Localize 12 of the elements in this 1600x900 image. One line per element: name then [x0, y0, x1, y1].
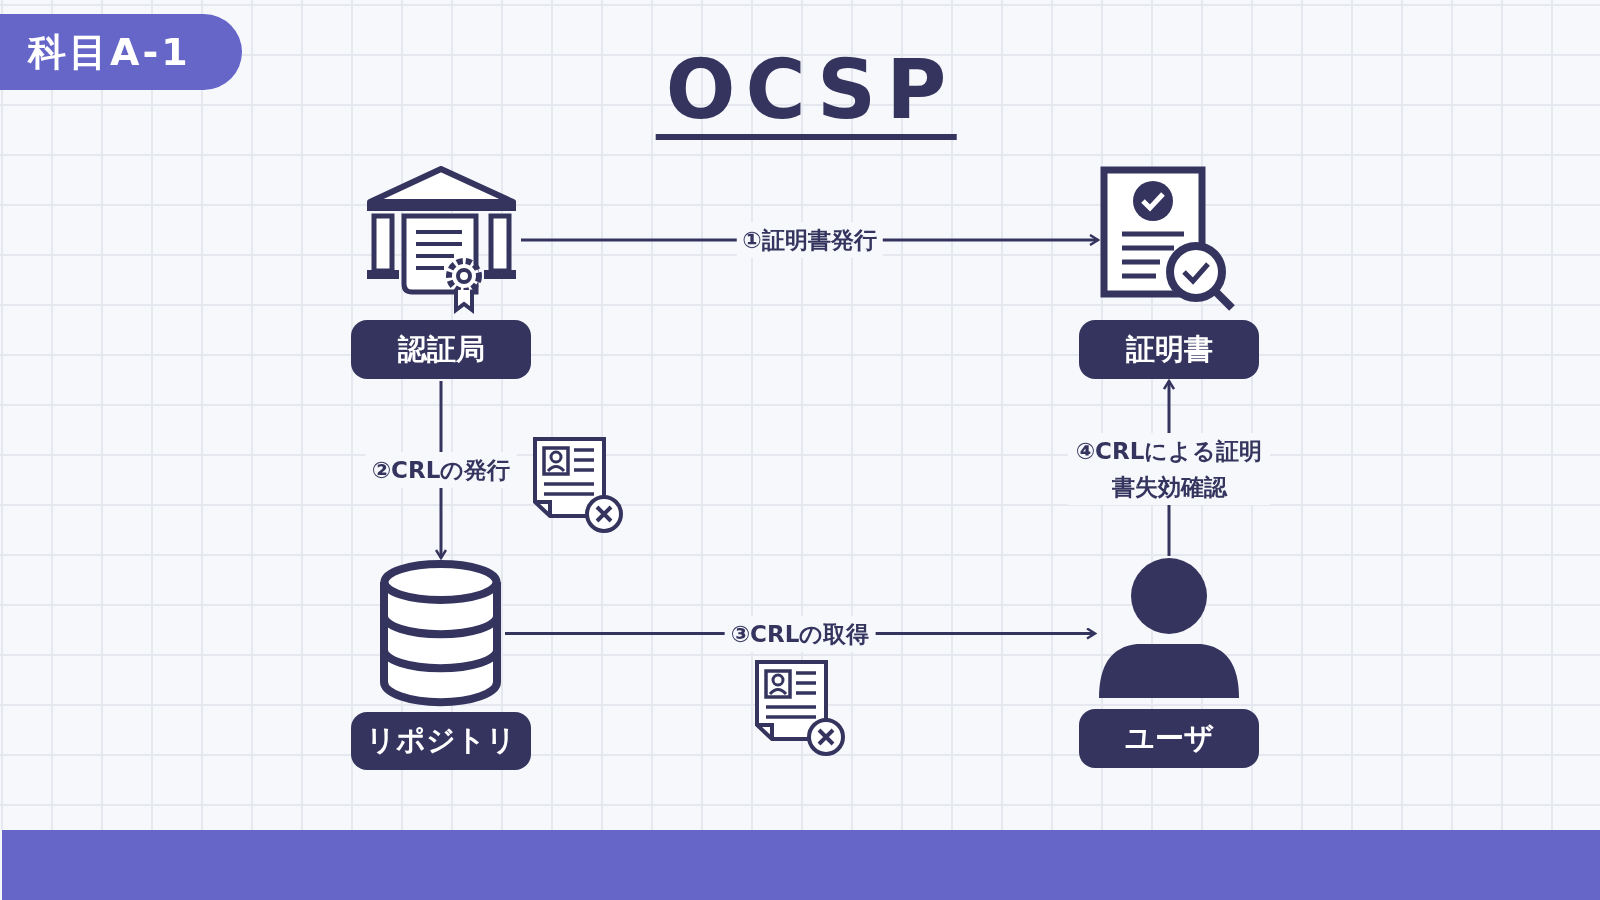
label-box: 証明書	[1079, 320, 1259, 379]
label-box: 認証局	[351, 320, 531, 379]
edge-label: ②CRLの発行	[365, 451, 517, 488]
edge-label: ④CRLによる証明書失効確認	[1068, 432, 1270, 505]
subject-tab: 科目A-1	[0, 14, 242, 90]
label-box: リポジトリ	[351, 712, 531, 770]
bank-icon	[364, 166, 519, 314]
title: OCSP	[655, 48, 957, 140]
edge-label: ③CRLの取得	[724, 615, 876, 652]
edge-label: ①証明書発行	[736, 222, 883, 258]
label-box: ユーザ	[1079, 709, 1259, 768]
database-icon	[378, 560, 503, 707]
